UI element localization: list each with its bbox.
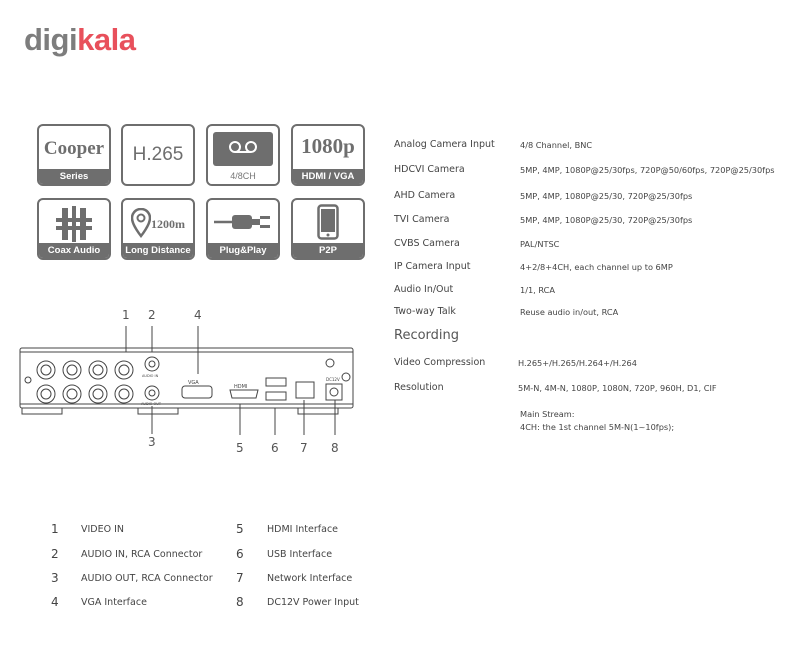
port-label-audio-in: AUDIO IN	[142, 374, 159, 378]
spec-key: Resolution	[394, 382, 444, 393]
badge-cooper-text: Cooper	[43, 138, 105, 159]
legend-number: 2	[51, 547, 59, 561]
badge-cooper-series: Cooper Series	[37, 124, 111, 186]
spec-key: Analog Camera Input	[394, 139, 495, 150]
recording-heading: Recording	[394, 328, 460, 343]
port-label-power: DC12V	[326, 377, 340, 382]
badge-h265: H.265	[121, 124, 195, 186]
coax-audio-icon	[39, 206, 109, 246]
spec-key: Audio In/Out	[394, 284, 454, 295]
spec-value: PAL/NTSC	[520, 239, 560, 249]
badge-long-distance: 1200m Long Distance	[121, 198, 195, 260]
legend-text: DC12V Power Input	[267, 597, 359, 608]
badge-coax-caption: Coax Audio	[39, 243, 109, 258]
legend-text: USB Interface	[267, 549, 333, 560]
badge-distance-text: 1200m	[151, 217, 185, 231]
badge-cooper-caption: Series	[39, 169, 109, 184]
plug-icon	[208, 210, 278, 238]
logo-part2: kala	[77, 22, 136, 57]
legend-number: 5	[236, 522, 244, 536]
location-pin-icon	[130, 207, 193, 242]
callout-2: 2	[148, 308, 156, 322]
badge-plug-play: Plug&Play	[206, 198, 280, 260]
callout-8: 8	[331, 441, 339, 455]
spec-value: Reuse audio in/out, RCA	[520, 307, 619, 317]
legend-text: VGA Interface	[81, 597, 147, 608]
spec-key: Video Compression	[394, 357, 486, 368]
badge-1080p-caption: HDMI / VGA	[293, 169, 363, 184]
spec-value: 5MP, 4MP, 1080P@25/30, 720P@25/30fps	[520, 191, 693, 201]
callout-1: 1	[122, 308, 130, 322]
port-label-audio-out: AUDIO OUT	[141, 402, 162, 406]
badge-channels-caption: 4/8CH	[208, 169, 278, 184]
cassette-icon	[208, 132, 278, 170]
callout-7: 7	[300, 441, 308, 455]
legend-text: Network Interface	[267, 573, 353, 584]
badge-channels: 4/8CH	[206, 124, 280, 186]
spec-value: 4+2/8+4CH, each channel up to 6MP	[520, 262, 673, 272]
legend-text: VIDEO IN	[81, 524, 125, 535]
digikala-logo[interactable]: digikala	[24, 22, 136, 58]
legend-text: AUDIO OUT, RCA Connector	[81, 573, 213, 584]
spec-value: H.265+/H.265/H.264+/H.264	[518, 358, 637, 368]
logo-part1: digi	[24, 22, 78, 57]
legend-number: 1	[51, 522, 59, 536]
badge-distance-caption: Long Distance	[123, 243, 193, 258]
callout-5: 5	[236, 441, 244, 455]
badge-p2p-caption: P2P	[293, 243, 363, 258]
spec-value: 5MP, 4MP, 1080P@25/30fps, 720P@50/60fps,…	[520, 165, 775, 175]
badge-h265-text: H.265	[132, 144, 184, 165]
callout-3: 3	[148, 435, 156, 449]
badge-1080p-text: 1080p	[301, 134, 355, 158]
spec-value: 1/1, RCA	[520, 285, 555, 295]
spec-key: HDCVI Camera	[394, 164, 465, 175]
spec-key: AHD Camera	[394, 190, 456, 201]
smartphone-icon	[293, 204, 363, 244]
spec-value: 5MP, 4MP, 1080P@25/30, 720P@25/30fps	[520, 215, 693, 225]
spec-key: Two-way Talk	[394, 306, 456, 317]
spec-value: 4/8 Channel, BNC	[520, 140, 593, 150]
port-label-hdmi: HDMI	[234, 384, 247, 390]
badge-p2p: P2P	[291, 198, 365, 260]
legend-text: HDMI Interface	[267, 524, 339, 535]
spec-value: 5M-N, 4M-N, 1080P, 1080N, 720P, 960H, D1…	[518, 383, 717, 393]
legend-number: 8	[236, 595, 244, 609]
legend-number: 4	[51, 595, 59, 609]
badge-coax-audio: Coax Audio	[37, 198, 111, 260]
badge-plug-caption: Plug&Play	[208, 243, 278, 258]
main-stream-value: 4CH: the 1st channel 5M-N(1~10fps);	[520, 422, 675, 432]
legend-number: 3	[51, 571, 59, 585]
dvr-rear-panel: VGA HDMI AUDIO IN AUDIO OUT DC12V	[0, 300, 380, 460]
legend-text: AUDIO IN, RCA Connector	[81, 549, 203, 560]
legend-number: 6	[236, 547, 244, 561]
badge-1080p: 1080p HDMI / VGA	[291, 124, 365, 186]
spec-key: CVBS Camera	[394, 238, 460, 249]
legend-number: 7	[236, 571, 244, 585]
callout-4: 4	[194, 308, 202, 322]
spec-key: TVI Camera	[394, 214, 450, 225]
spec-key: IP Camera Input	[394, 261, 471, 272]
dvr-rear-panel-drawing: VGA HDMI AUDIO IN AUDIO OUT DC12V	[19, 326, 354, 435]
callout-6: 6	[271, 441, 279, 455]
port-label-vga: VGA	[188, 380, 199, 386]
main-stream-label: Main Stream:	[520, 409, 575, 419]
